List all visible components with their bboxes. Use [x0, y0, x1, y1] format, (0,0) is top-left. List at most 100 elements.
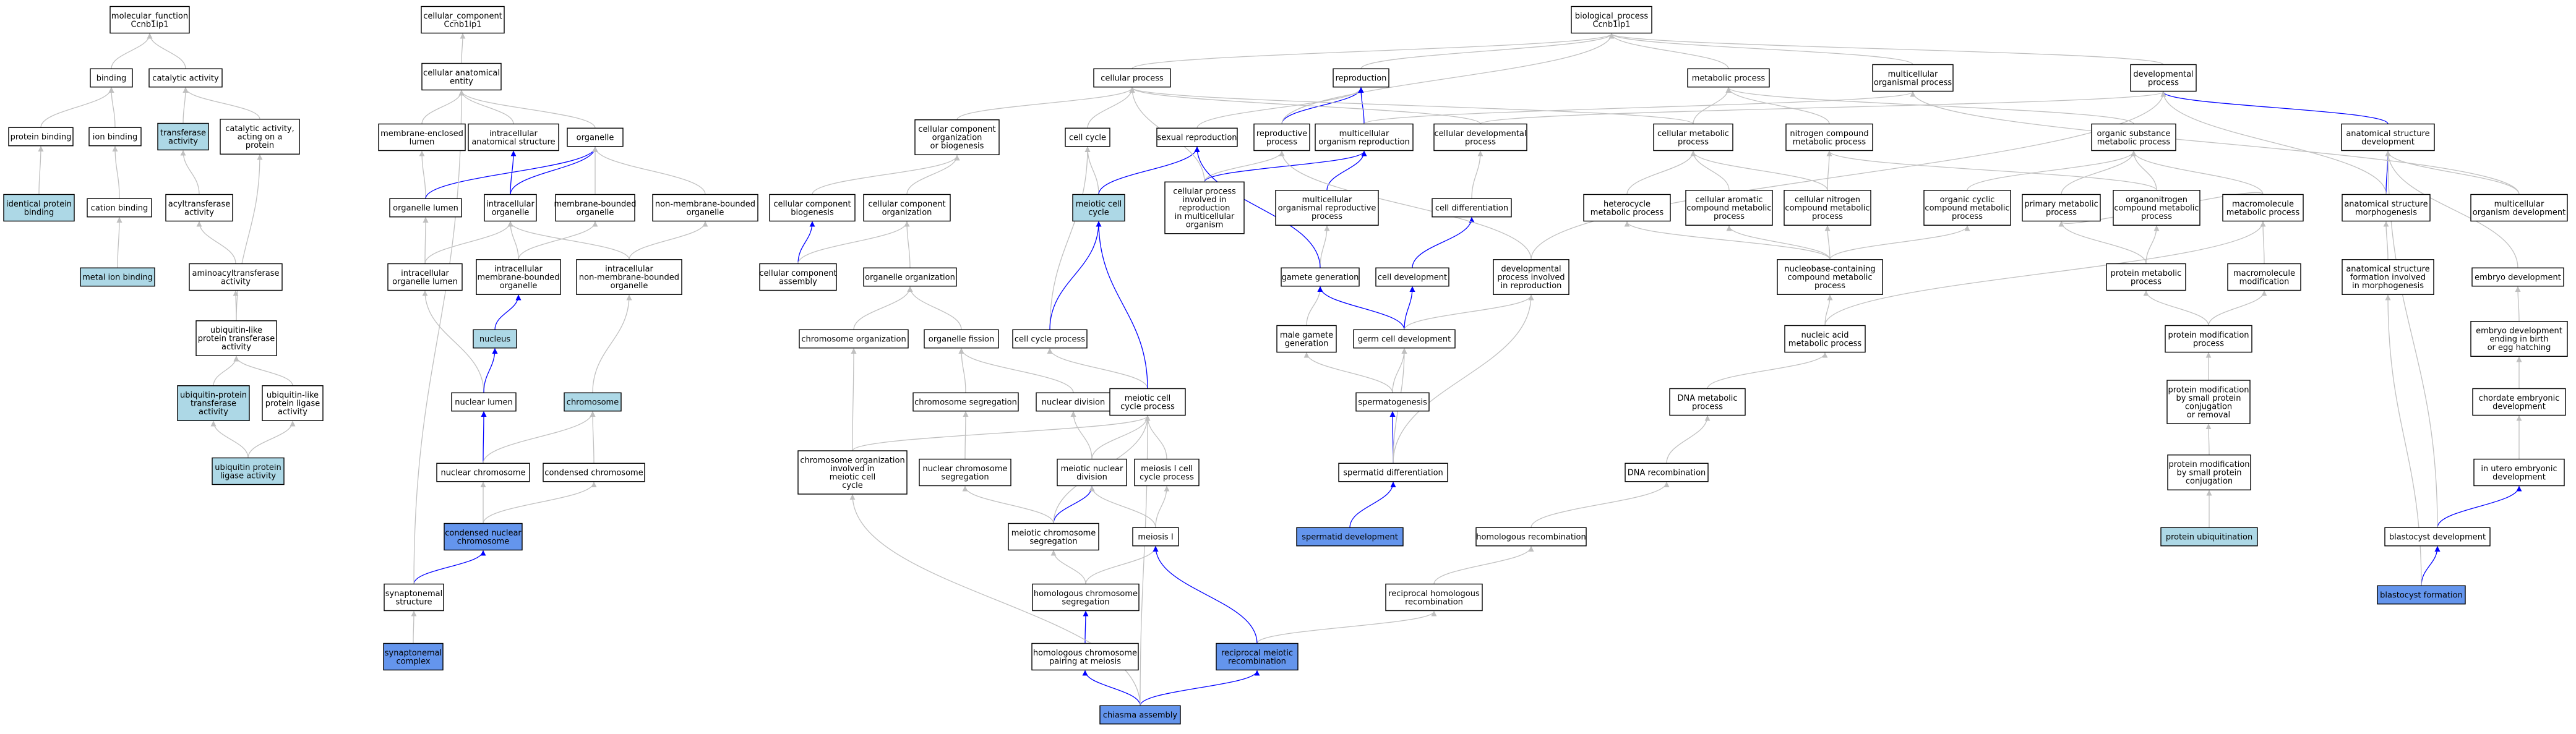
go-term-node-chromorg[interactable]: chromosome organization [799, 329, 909, 349]
go-term-node-orgorg[interactable]: organelle organization [863, 267, 957, 287]
go-term-node-germcell[interactable]: germ cell development [1353, 329, 1456, 349]
go-term-node-organelle[interactable]: organelle [567, 127, 624, 147]
go-term-node-chiasma[interactable]: chiasma assembly [1099, 705, 1181, 725]
go-term-node-dnarecomb[interactable]: DNA recombination [1625, 463, 1709, 482]
go-term-node-catalytic[interactable]: catalytic activity [148, 68, 223, 88]
go-term-node-gametegen[interactable]: gamete generation [1281, 267, 1360, 287]
go-term-node-nucdiv[interactable]: nuclear division [1036, 392, 1111, 412]
go-term-node-repro[interactable]: reproduction [1333, 68, 1389, 88]
go-term-node-celldiff[interactable]: cell differentiation [1432, 198, 1512, 218]
go-term-node-spermatogenesis[interactable]: spermatogenesis [1355, 392, 1430, 412]
go-term-node-chromosome[interactable]: chromosome [564, 392, 622, 412]
go-term-node-sexrepro[interactable]: sexual reproduction [1156, 127, 1238, 147]
go-term-node-metalbind[interactable]: metal ion binding [80, 267, 155, 287]
go-term-node-blastoform[interactable]: blastocyst formation [2377, 585, 2466, 605]
go-term-node-nucchrom[interactable]: nuclear chromosome [436, 463, 530, 482]
go-term-node-spermdiff[interactable]: spermatid differentiation [1338, 463, 1448, 482]
go-term-node-homrecomb[interactable]: homologous recombination [1475, 527, 1587, 547]
go-term-node-ionbind[interactable]: ion binding [88, 127, 142, 147]
go-term-node-cellcycleproc[interactable]: cell cycle process [1012, 329, 1088, 349]
go-term-node-spermdev[interactable]: spermatid development [1296, 527, 1404, 547]
go-term-node-cellproc[interactable]: cellular process [1093, 68, 1171, 88]
go-term-node-embryodev[interactable]: embryo development [2471, 267, 2564, 287]
go-term-node-blastodev[interactable]: blastocyst development [2384, 527, 2491, 547]
go-term-node-orglumen[interactable]: organelle lumen [389, 198, 462, 218]
go-term-node-protubiq[interactable]: protein ubiquitination [2160, 527, 2258, 547]
go-term-node-chromseg[interactable]: chromosome segregation [912, 392, 1019, 412]
go-term-node-cellcycle[interactable]: cell cycle [1065, 127, 1110, 147]
go-term-node-protbind[interactable]: protein binding [8, 127, 74, 147]
go-term-node-nuclumen[interactable]: nuclear lumen [451, 392, 517, 412]
go-term-node-celldev[interactable]: cell development [1375, 267, 1449, 287]
go-term-node-metproc[interactable]: metabolic process [1687, 68, 1770, 88]
go-term-node-binding[interactable]: binding [90, 68, 133, 88]
go-term-node-nucleus[interactable]: nucleus [473, 329, 517, 349]
go-term-node-orgfission[interactable]: organelle fission [924, 329, 999, 349]
go-term-node-condchrom[interactable]: condensed chromosome [543, 463, 645, 482]
go-term-node-meiosisI[interactable]: meiosis I [1132, 527, 1179, 547]
